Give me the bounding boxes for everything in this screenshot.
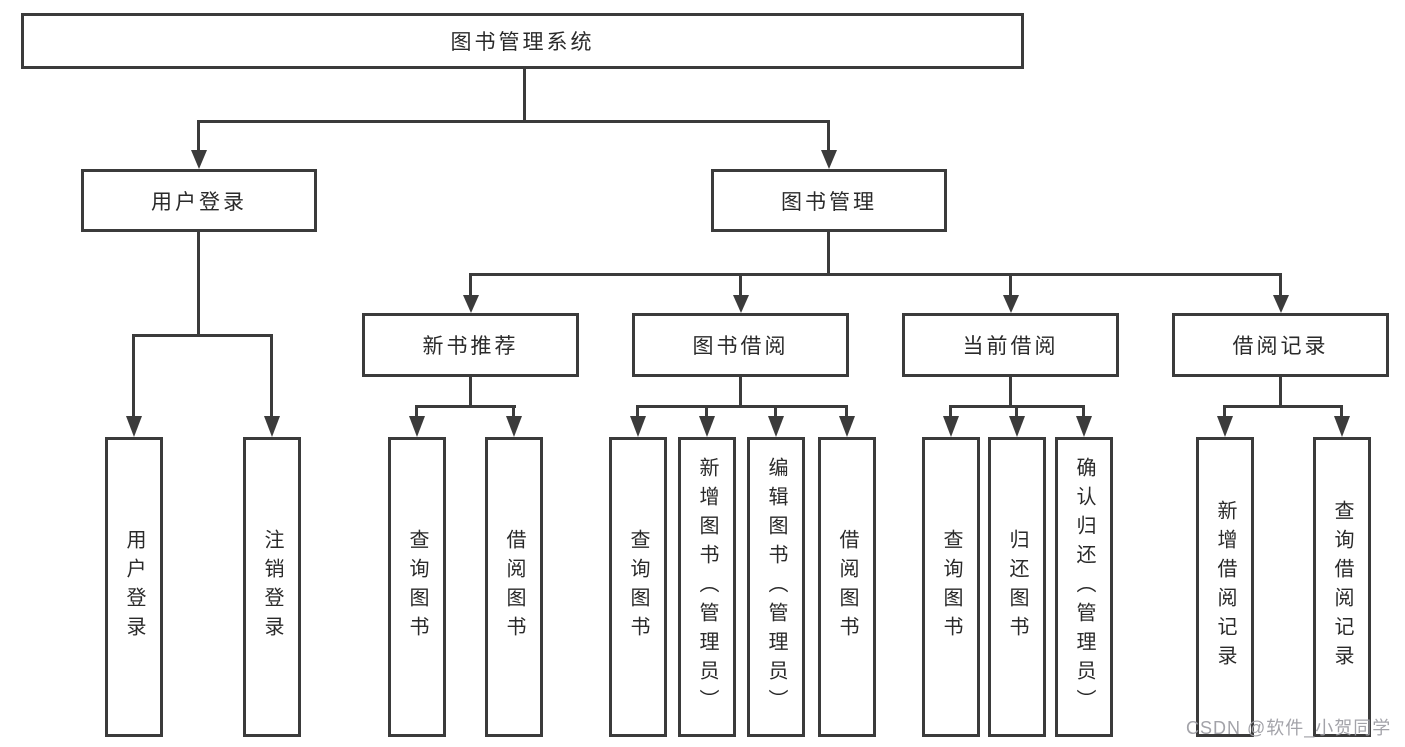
node-book-management: 图书管理 xyxy=(711,169,947,232)
leaf-query-borrow-record: 查询借阅记录 xyxy=(1313,437,1371,737)
connector-line xyxy=(827,232,830,275)
leaf-label: 用户登录 xyxy=(123,529,145,645)
connector-line xyxy=(774,405,777,419)
leaf-label: 确认归还（管理员） xyxy=(1073,456,1095,718)
leaf-return-books: 归还图书 xyxy=(988,437,1046,737)
leaf-query-books: 查询图书 xyxy=(609,437,667,737)
node-label: 图书管理系统 xyxy=(450,31,595,54)
node-label: 借阅记录 xyxy=(1232,335,1329,358)
arrow-down-icon xyxy=(821,150,837,169)
connector-line xyxy=(636,405,848,408)
arrow-down-icon xyxy=(1076,416,1092,437)
connector-line xyxy=(270,334,273,418)
arrow-down-icon xyxy=(699,416,715,437)
connector-line xyxy=(197,232,200,337)
node-user-login: 用户登录 xyxy=(81,169,317,232)
connector-line xyxy=(1009,273,1012,297)
arrow-down-icon xyxy=(1003,295,1019,313)
node-borrow-records: 借阅记录 xyxy=(1172,313,1389,377)
leaf-logout: 注销登录 xyxy=(243,437,301,737)
leaf-label: 新增图书（管理员） xyxy=(696,456,718,718)
csdn-watermark: CSDN @软件_小贺同学 xyxy=(1186,718,1392,738)
arrow-down-icon xyxy=(409,416,425,437)
leaf-label: 查询图书 xyxy=(940,529,962,645)
connector-line xyxy=(415,405,516,408)
arrow-down-icon xyxy=(943,416,959,437)
arrow-down-icon xyxy=(191,150,207,169)
connector-line xyxy=(469,273,1282,276)
node-new-book-recommend: 新书推荐 xyxy=(362,313,579,377)
connector-line xyxy=(197,120,200,152)
connector-line xyxy=(469,273,472,297)
connector-line xyxy=(636,405,639,419)
node-book-borrow: 图书借阅 xyxy=(632,313,849,377)
connector-line xyxy=(845,405,848,419)
connector-line xyxy=(1223,405,1343,408)
connector-line xyxy=(1015,405,1018,419)
arrow-down-icon xyxy=(1273,295,1289,313)
leaf-label: 归还图书 xyxy=(1006,529,1028,645)
connector-line xyxy=(197,120,830,123)
leaf-label: 借阅图书 xyxy=(836,529,858,645)
leaf-edit-books-admin: 编辑图书（管理员） xyxy=(747,437,805,737)
leaf-user-login: 用户登录 xyxy=(105,437,163,737)
leaf-query-books: 查询图书 xyxy=(922,437,980,737)
leaf-label: 注销登录 xyxy=(261,529,283,645)
node-label: 图书借阅 xyxy=(692,335,789,358)
connector-line xyxy=(1223,405,1226,419)
leaf-add-borrow-record: 新增借阅记录 xyxy=(1196,437,1254,737)
node-current-borrow: 当前借阅 xyxy=(902,313,1119,377)
arrow-down-icon xyxy=(1009,416,1025,437)
node-label: 新书推荐 xyxy=(422,335,519,358)
leaf-label: 编辑图书（管理员） xyxy=(765,456,787,718)
connector-line xyxy=(469,377,472,407)
connector-line xyxy=(1009,377,1012,407)
node-label: 用户登录 xyxy=(151,190,247,214)
connector-line xyxy=(132,334,135,418)
leaf-label: 查询图书 xyxy=(627,529,649,645)
connector-line xyxy=(132,334,273,337)
arrow-down-icon xyxy=(839,416,855,437)
connector-line xyxy=(1279,273,1282,297)
arrow-down-icon xyxy=(1334,416,1350,437)
arrow-down-icon xyxy=(126,416,142,437)
leaf-query-books: 查询图书 xyxy=(388,437,446,737)
connector-line xyxy=(739,273,742,297)
connector-line xyxy=(949,405,952,419)
leaf-label: 新增借阅记录 xyxy=(1214,500,1236,674)
leaf-label: 查询借阅记录 xyxy=(1331,500,1353,674)
leaf-label: 借阅图书 xyxy=(503,529,525,645)
arrow-down-icon xyxy=(630,416,646,437)
arrow-down-icon xyxy=(463,295,479,313)
node-label: 图书管理 xyxy=(781,190,877,214)
arrow-down-icon xyxy=(506,416,522,437)
connector-line xyxy=(1082,405,1085,419)
leaf-confirm-return-admin: 确认归还（管理员） xyxy=(1055,437,1113,737)
leaf-label: 查询图书 xyxy=(406,529,428,645)
connector-line xyxy=(512,405,515,419)
node-library-management-system: 图书管理系统 xyxy=(21,13,1024,69)
connector-line xyxy=(523,69,526,122)
arrow-down-icon xyxy=(768,416,784,437)
connector-line xyxy=(415,405,418,419)
arrow-down-icon xyxy=(1217,416,1233,437)
leaf-borrow-books: 借阅图书 xyxy=(818,437,876,737)
connector-line xyxy=(739,377,742,407)
arrow-down-icon xyxy=(264,416,280,437)
node-label: 当前借阅 xyxy=(962,335,1059,358)
connector-line xyxy=(1340,405,1343,419)
leaf-borrow-books: 借阅图书 xyxy=(485,437,543,737)
leaf-add-books-admin: 新增图书（管理员） xyxy=(678,437,736,737)
connector-line xyxy=(1279,377,1282,407)
connector-line xyxy=(827,120,830,152)
connector-line xyxy=(705,405,708,419)
arrow-down-icon xyxy=(733,295,749,313)
